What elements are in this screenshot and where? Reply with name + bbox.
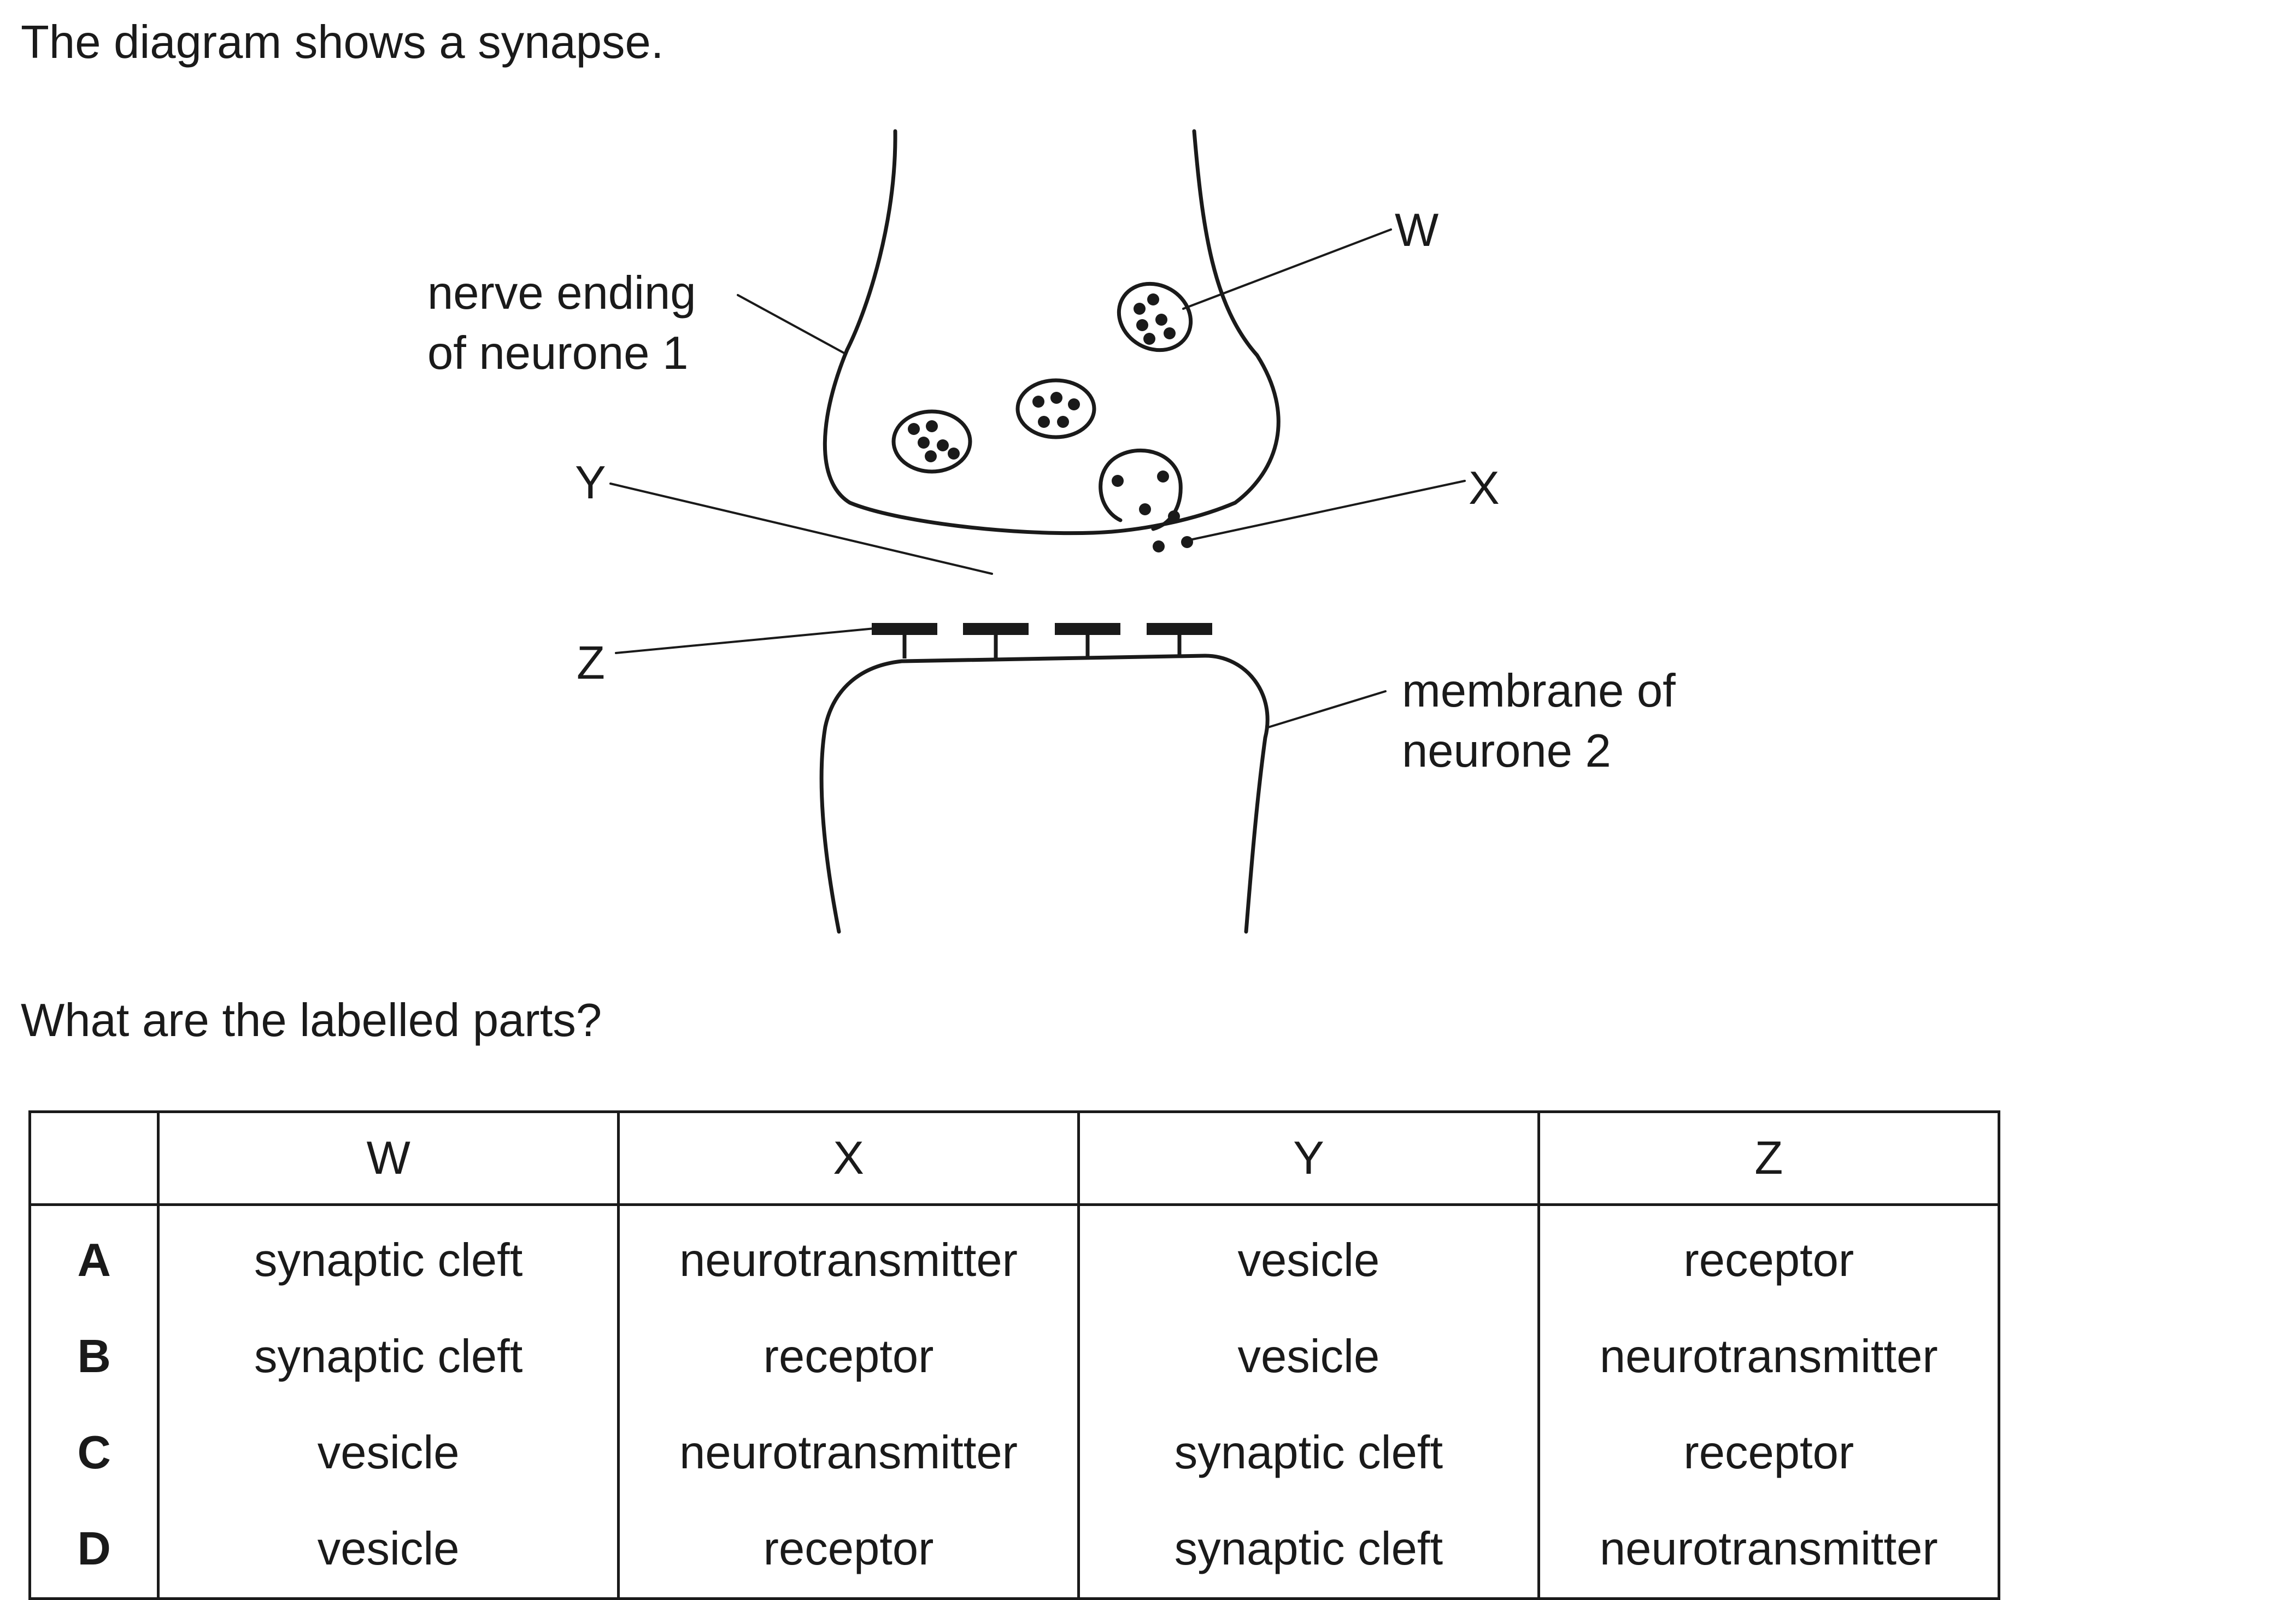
header-cell-x: X — [616, 1110, 1081, 1206]
table-cell: neurotransmitter — [1537, 1309, 2001, 1405]
table-cell: neurotransmitter — [616, 1405, 1081, 1501]
label-x: X — [1469, 462, 1500, 514]
label-nerve-ending-line2: of neurone 1 — [427, 327, 688, 379]
table-cell: vesicle — [157, 1405, 620, 1501]
table-cell: neurotransmitter — [1537, 1501, 2001, 1600]
table-cell: receptor — [1537, 1204, 2001, 1309]
vesicle — [1015, 378, 1096, 439]
header-cell-w: W — [157, 1110, 620, 1206]
table-row: A synaptic cleft neurotransmitter vesicl… — [28, 1204, 2001, 1309]
answer-table: W X Y Z A synaptic cleft neurotransmitte… — [28, 1110, 2001, 1600]
table-cell: synaptic cleft — [157, 1204, 620, 1309]
table-cell: vesicle — [1077, 1309, 1540, 1405]
fusing-vesicle — [1099, 448, 1183, 531]
header-cell-y: Y — [1077, 1110, 1540, 1206]
receptors — [872, 623, 1212, 658]
vesicle — [1117, 281, 1193, 352]
table-row: C vesicle neurotransmitter synaptic clef… — [28, 1405, 2001, 1501]
label-w: W — [1395, 204, 1438, 256]
table-cell: receptor — [1537, 1405, 2001, 1501]
table-cell: synaptic cleft — [1077, 1405, 1540, 1501]
table-cell: receptor — [616, 1501, 1081, 1600]
neurone-1-outline — [823, 129, 1281, 536]
table-cell: vesicle — [157, 1501, 620, 1600]
label-z: Z — [577, 637, 605, 689]
table-cell: receptor — [616, 1309, 1081, 1405]
neurone-2-outline — [819, 654, 1270, 934]
label-membrane-line1: membrane of — [1402, 665, 1676, 717]
table-cell: vesicle — [1077, 1204, 1540, 1309]
option-letter: D — [28, 1501, 160, 1600]
table-cell: synaptic cleft — [1077, 1501, 1540, 1600]
label-y: Y — [575, 457, 606, 509]
label-nerve-ending-line1: nerve ending — [427, 267, 696, 319]
neurotransmitter-dots — [908, 293, 1193, 552]
vesicle — [891, 409, 972, 474]
table-header-row: W X Y Z — [28, 1110, 2001, 1206]
question-text: What are the labelled parts? — [21, 995, 602, 1046]
table-row: B synaptic cleft receptor vesicle neurot… — [28, 1309, 2001, 1405]
intro-text: The diagram shows a synapse. — [21, 16, 664, 68]
table-row: D vesicle receptor synaptic cleft neurot… — [28, 1501, 2001, 1600]
header-cell — [28, 1110, 160, 1206]
header-cell-z: Z — [1537, 1110, 2001, 1206]
option-letter: C — [28, 1405, 160, 1501]
table-cell: synaptic cleft — [157, 1309, 620, 1405]
table-cell: neurotransmitter — [616, 1204, 1081, 1309]
option-letter: B — [28, 1309, 160, 1405]
synapse-diagram: nerve ending of neurone 1 W X Y Z membra… — [427, 129, 1676, 934]
option-letter: A — [28, 1204, 160, 1309]
label-membrane-line2: neurone 2 — [1402, 725, 1611, 777]
